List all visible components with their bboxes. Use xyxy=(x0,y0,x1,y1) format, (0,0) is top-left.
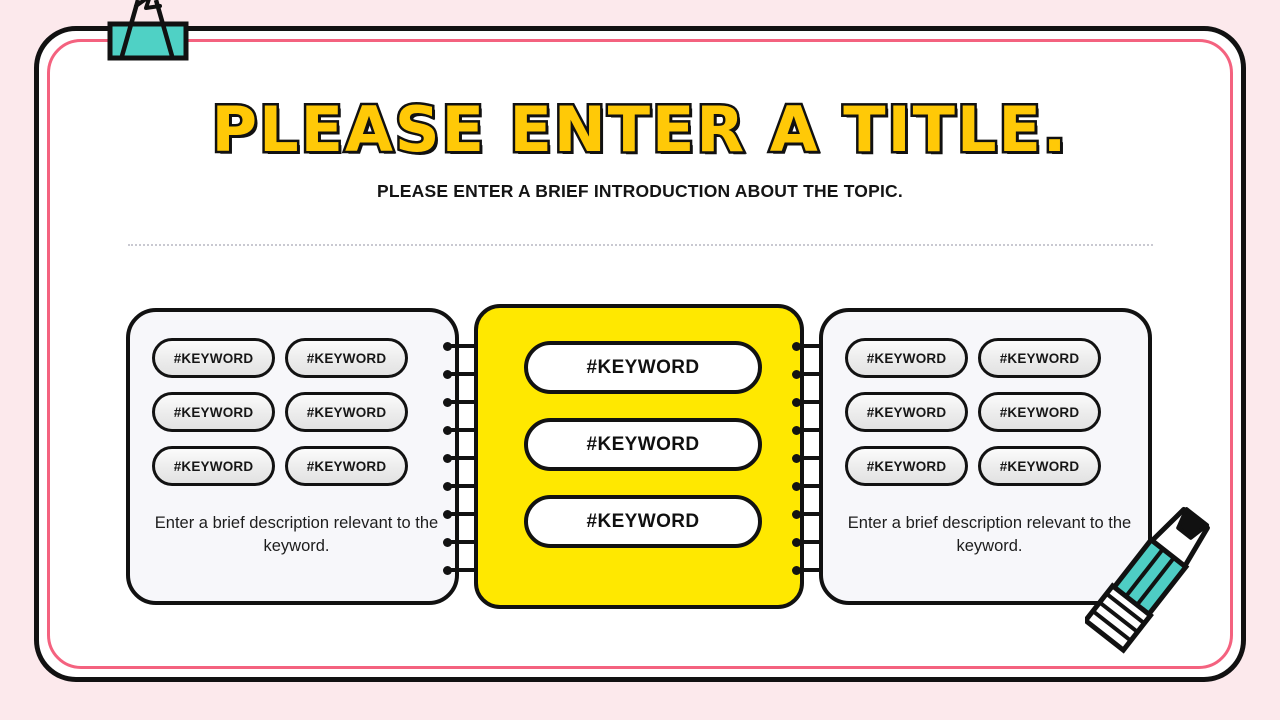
keyword-pill[interactable]: #KEYWORD xyxy=(152,338,275,378)
keyword-pill[interactable]: #KEYWORD xyxy=(285,338,408,378)
panel-center[interactable]: #KEYWORD #KEYWORD #KEYWORD xyxy=(474,304,804,609)
panel-right-keyword-grid: #KEYWORD #KEYWORD #KEYWORD #KEYWORD #KEY… xyxy=(845,338,1134,486)
keyword-pill[interactable]: #KEYWORD xyxy=(152,446,275,486)
keyword-pill-primary[interactable]: #KEYWORD xyxy=(524,495,762,548)
keyword-pill[interactable]: #KEYWORD xyxy=(285,392,408,432)
panel-center-keyword-list: #KEYWORD #KEYWORD #KEYWORD xyxy=(524,341,762,548)
binder-clip-icon xyxy=(106,0,190,64)
keyword-pill[interactable]: #KEYWORD xyxy=(845,446,968,486)
keyword-pill[interactable]: #KEYWORD xyxy=(978,338,1101,378)
keyword-pill[interactable]: #KEYWORD xyxy=(152,392,275,432)
keyword-pill[interactable]: #KEYWORD xyxy=(978,392,1101,432)
slide-header: PLEASE ENTER A TITLE. PLEASE ENTER A BRI… xyxy=(47,39,1233,202)
page-subtitle: PLEASE ENTER A BRIEF INTRODUCTION ABOUT … xyxy=(377,181,903,201)
slide-content: PLEASE ENTER A TITLE. PLEASE ENTER A BRI… xyxy=(47,39,1233,669)
header-divider xyxy=(128,244,1153,248)
keyword-pill-primary[interactable]: #KEYWORD xyxy=(524,418,762,471)
panel-left[interactable]: #KEYWORD #KEYWORD #KEYWORD #KEYWORD #KEY… xyxy=(126,308,459,605)
panel-right-description: Enter a brief description relevant to th… xyxy=(847,514,1132,556)
keyword-pill-primary[interactable]: #KEYWORD xyxy=(524,341,762,394)
panel-left-description: Enter a brief description relevant to th… xyxy=(154,514,439,556)
page-title: PLEASE ENTER A TITLE. xyxy=(209,93,1069,166)
panel-left-keyword-grid: #KEYWORD #KEYWORD #KEYWORD #KEYWORD #KEY… xyxy=(152,338,441,486)
keyword-pill[interactable]: #KEYWORD xyxy=(978,446,1101,486)
keyword-pill[interactable]: #KEYWORD xyxy=(845,338,968,378)
keyword-pill[interactable]: #KEYWORD xyxy=(845,392,968,432)
panels-row: #KEYWORD #KEYWORD #KEYWORD #KEYWORD #KEY… xyxy=(47,304,1233,609)
panel-right[interactable]: #KEYWORD #KEYWORD #KEYWORD #KEYWORD #KEY… xyxy=(819,308,1152,605)
keyword-pill[interactable]: #KEYWORD xyxy=(285,446,408,486)
slide-frame-inner xyxy=(47,39,1233,669)
